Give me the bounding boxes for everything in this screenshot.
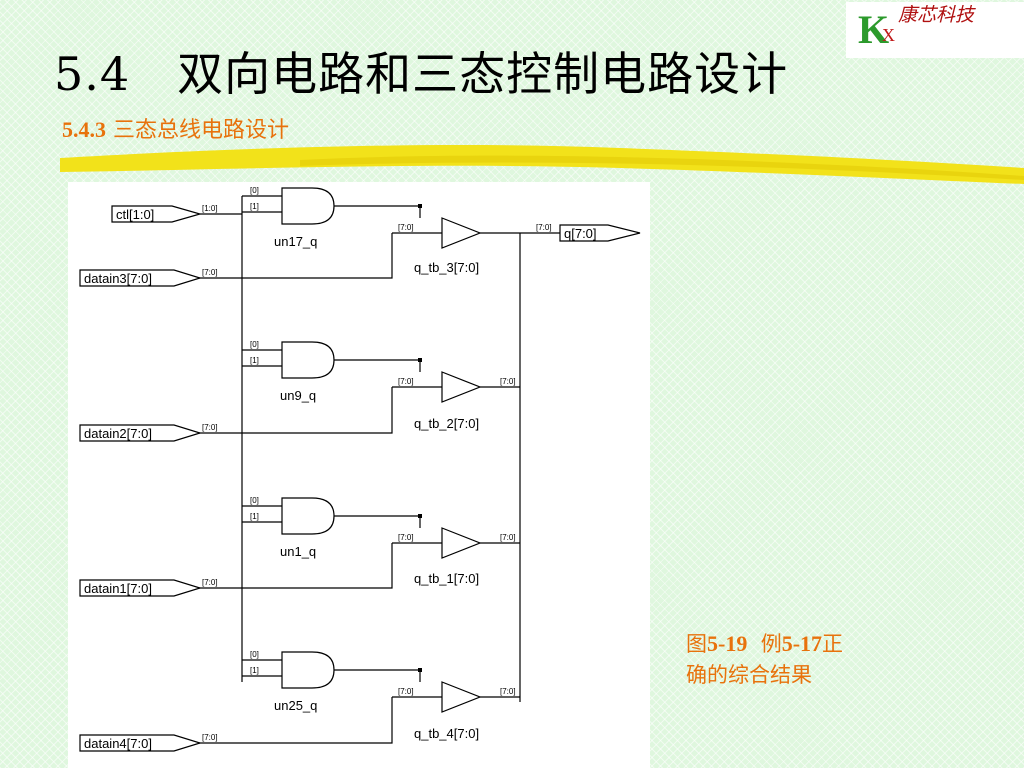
block-2: [0] [1] un9_q [7:0] [7:0] q_tb_2[7:0] bbox=[138, 340, 520, 434]
bus-label: [7:0] bbox=[536, 223, 552, 232]
bus-label: [7:0] bbox=[500, 377, 516, 386]
bus-label: [7:0] bbox=[398, 377, 414, 386]
gate-label: un17_q bbox=[274, 234, 317, 249]
port-datain2-label: datain2[7:0] bbox=[84, 426, 152, 441]
bit-label: [0] bbox=[250, 186, 259, 195]
logo-company-name: 康芯科技 bbox=[898, 4, 975, 26]
tristate-buffer bbox=[441, 681, 482, 713]
gate-label: un9_q bbox=[280, 388, 316, 403]
bus-label: [7:0] bbox=[398, 223, 414, 232]
caption-fig-prefix: 图 bbox=[686, 632, 707, 656]
section-heading: 三态总线电路设计 bbox=[113, 118, 290, 143]
bus-label: [7:0] bbox=[202, 578, 218, 587]
bus-label: [7:0] bbox=[398, 533, 414, 542]
highlight-stroke bbox=[60, 145, 1024, 184]
tristate-buffer bbox=[441, 217, 482, 249]
port-datain2: datain2[7:0] bbox=[79, 424, 203, 442]
port-datain1-label: datain1[7:0] bbox=[84, 581, 152, 596]
caption-text-1: 正 bbox=[822, 632, 844, 656]
port-q: q[7:0] bbox=[559, 224, 641, 242]
port-datain1: datain1[7:0] bbox=[79, 579, 203, 597]
caption-fig-number: 5-19 bbox=[707, 631, 748, 656]
section-subtitle: 5.4.3 三态总线电路设计 bbox=[62, 116, 289, 145]
bus-label: [7:0] bbox=[500, 687, 516, 696]
bit-label: [1] bbox=[250, 202, 259, 211]
bit-label: [0] bbox=[250, 650, 259, 659]
logo-letter-x: X bbox=[882, 25, 895, 45]
slide-title: 5.4 双向电路和三态控制电路设计 bbox=[54, 47, 789, 101]
and-gate bbox=[281, 187, 335, 225]
and-gate bbox=[281, 341, 335, 379]
bit-label: [1] bbox=[250, 666, 259, 675]
buffer-label: q_tb_3[7:0] bbox=[414, 260, 479, 275]
bus-label: [7:0] bbox=[398, 687, 414, 696]
and-gate bbox=[281, 497, 335, 535]
buffer-label: q_tb_2[7:0] bbox=[414, 416, 479, 431]
block-4: [0] [1] un25_q [7:0] [7:0] q_tb_4[7:0] bbox=[138, 650, 520, 744]
bus-label: [7:0] bbox=[500, 533, 516, 542]
block-3: [0] [1] un1_q [7:0] [7:0] q_tb_1[7:0] bbox=[138, 496, 520, 589]
logo-letter-k: K bbox=[858, 7, 890, 52]
and-gate bbox=[281, 651, 335, 689]
buffer-label: q_tb_1[7:0] bbox=[414, 571, 479, 586]
logo-background bbox=[846, 2, 1024, 58]
bus-label: [1:0] bbox=[202, 204, 218, 213]
port-q-label: q[7:0] bbox=[564, 226, 597, 241]
port-ctl-label: ctl[1:0] bbox=[116, 207, 154, 222]
tristate-buffer bbox=[441, 527, 482, 559]
bit-label: [1] bbox=[250, 512, 259, 521]
caption-example-number: 5-17 bbox=[781, 631, 823, 656]
caption-text-2: 确的综合结果 bbox=[686, 663, 812, 687]
tristate-buffer bbox=[441, 371, 482, 403]
port-datain4-label: datain4[7:0] bbox=[84, 736, 152, 751]
block-1: [0] [1] un17_q [7:0] q_tb_3[7:0] bbox=[138, 186, 482, 279]
bus-label: [7:0] bbox=[202, 733, 218, 742]
buffer-label: q_tb_4[7:0] bbox=[414, 726, 479, 741]
bit-label: [1] bbox=[250, 356, 259, 365]
port-ctl: ctl[1:0] bbox=[111, 205, 203, 223]
bit-label: [0] bbox=[250, 340, 259, 349]
bus-label: [7:0] bbox=[202, 423, 218, 432]
caption-example-prefix: 例 bbox=[760, 632, 782, 656]
figure-caption: 图5-19 例5-17正 确的综合结果 bbox=[686, 628, 906, 691]
circuit-diagram: ctl[1:0] [1:0] q[7:0] [7:0] [0] [1] un17… bbox=[68, 182, 650, 768]
bit-label: [0] bbox=[250, 496, 259, 505]
gate-label: un25_q bbox=[274, 698, 317, 713]
bus-label: [7:0] bbox=[202, 268, 218, 277]
port-datain3: datain3[7:0] bbox=[79, 269, 203, 287]
port-datain4: datain4[7:0] bbox=[79, 734, 203, 752]
section-number: 5.4.3 bbox=[62, 117, 106, 142]
port-datain3-label: datain3[7:0] bbox=[84, 271, 152, 286]
gate-label: un1_q bbox=[280, 544, 316, 559]
